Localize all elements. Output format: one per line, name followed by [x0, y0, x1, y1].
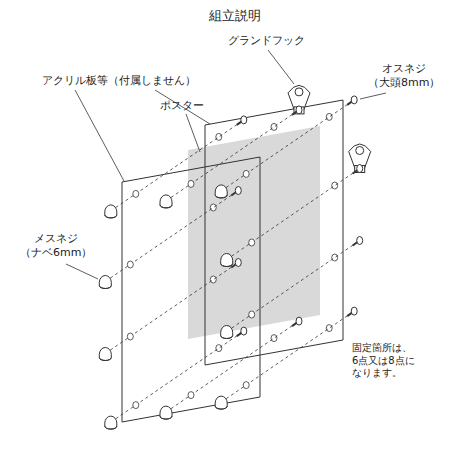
- female-screw: [99, 276, 111, 289]
- female-screw: [221, 326, 233, 339]
- panel-hole: [210, 204, 216, 211]
- dash-line: [111, 120, 244, 211]
- panel-hole: [133, 402, 139, 409]
- leader-line: [155, 90, 210, 124]
- panel-hole: [133, 190, 139, 197]
- male-screw: [237, 116, 247, 125]
- panel-hole: [271, 123, 277, 130]
- female-screw: [221, 254, 233, 267]
- panel-hole: [243, 382, 249, 389]
- female-screws: [99, 185, 232, 429]
- note-text: 固定箇所は、 6点又は8点に なります。: [352, 342, 415, 380]
- female-screw: [160, 406, 172, 419]
- panel-hole: [326, 113, 332, 120]
- dash-line: [227, 169, 360, 260]
- front-acrylic-panel: [122, 157, 260, 422]
- panel-hole: [249, 311, 255, 318]
- dash-line: [221, 311, 354, 402]
- panel-hole: [249, 239, 255, 246]
- male-screw: [353, 165, 363, 174]
- male-screw: [231, 187, 241, 196]
- leader-line: [360, 93, 386, 99]
- ground-hook: [288, 85, 310, 114]
- panel-hole: [271, 335, 277, 342]
- dash-line: [105, 263, 238, 354]
- leader-line: [66, 264, 98, 279]
- male-screw: [353, 237, 363, 246]
- female-screw: [105, 416, 117, 429]
- panel-hole: [188, 180, 194, 187]
- part-name: メスネジ （ナベ6mm）: [20, 232, 92, 260]
- female-screw: [215, 185, 227, 198]
- front-panel-holes: [127, 170, 254, 408]
- female-screw: [105, 205, 117, 218]
- panel-hole: [210, 276, 216, 283]
- part-name: アクリル板等（付属しません）: [42, 74, 196, 88]
- leader-line: [75, 90, 124, 181]
- panel-hole: [326, 325, 332, 332]
- panel-hole: [127, 333, 133, 340]
- alignment-dashes: [105, 100, 359, 422]
- dash-line: [166, 110, 299, 201]
- ground-hook: [349, 144, 371, 173]
- male-screws: [231, 96, 362, 336]
- back-panel-holes: [210, 113, 337, 351]
- dash-line: [105, 191, 238, 282]
- male-screw: [292, 317, 302, 326]
- panel-hole: [332, 254, 338, 261]
- female-screw: [99, 348, 111, 361]
- male-screw: [347, 96, 357, 105]
- dash-line: [227, 241, 360, 332]
- panel-hole: [243, 170, 249, 177]
- female-screw: [160, 195, 172, 208]
- dash-line: [111, 331, 244, 422]
- male-screw: [237, 327, 247, 336]
- back-acrylic-panel: [205, 100, 343, 365]
- panel-hole: [127, 261, 133, 268]
- female-screw: [215, 396, 227, 409]
- panel-hole: [216, 133, 222, 140]
- part-name: グランドフック: [228, 34, 305, 48]
- part-name: オスネジ （大頭8mm）: [368, 62, 440, 90]
- panel-hole: [188, 392, 194, 399]
- male-screw: [292, 106, 302, 115]
- male-screw: [347, 307, 357, 316]
- panel-hole: [332, 182, 338, 189]
- leader-line: [268, 50, 294, 84]
- diagram-title: 組立説明: [209, 8, 261, 24]
- panel-hole: [216, 345, 222, 352]
- dash-line: [221, 100, 354, 191]
- leader-line: [186, 114, 200, 152]
- dash-line: [166, 321, 299, 412]
- part-name: ポスター: [160, 99, 204, 113]
